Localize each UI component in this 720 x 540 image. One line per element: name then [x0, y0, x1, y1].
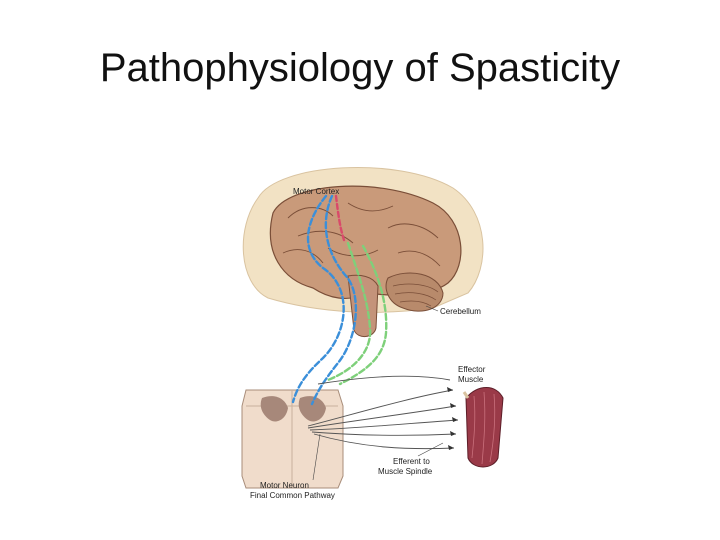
spinal-cord-section [242, 390, 343, 488]
label-efferent-2: Muscle Spindle [378, 467, 433, 476]
label-effector-1: Effector [458, 365, 486, 374]
efferent-leader-line [418, 443, 443, 456]
label-efferent-1: Efferent to [393, 457, 430, 466]
diagram-svg: Motor Cortex Cerebellum Effector Muscle … [228, 158, 518, 508]
label-cerebellum: Cerebellum [440, 307, 481, 316]
label-effector-2: Muscle [458, 375, 484, 384]
nerve-arrows [447, 387, 458, 450]
label-motor-neuron-2: Final Common Pathway [250, 491, 335, 500]
spasticity-diagram: Motor Cortex Cerebellum Effector Muscle … [228, 158, 518, 508]
label-motor-neuron-1: Motor Neuron [260, 481, 309, 490]
slide-title: Pathophysiology of Spasticity [0, 44, 720, 92]
label-motor-cortex: Motor Cortex [293, 187, 339, 196]
effector-muscle [464, 388, 503, 468]
